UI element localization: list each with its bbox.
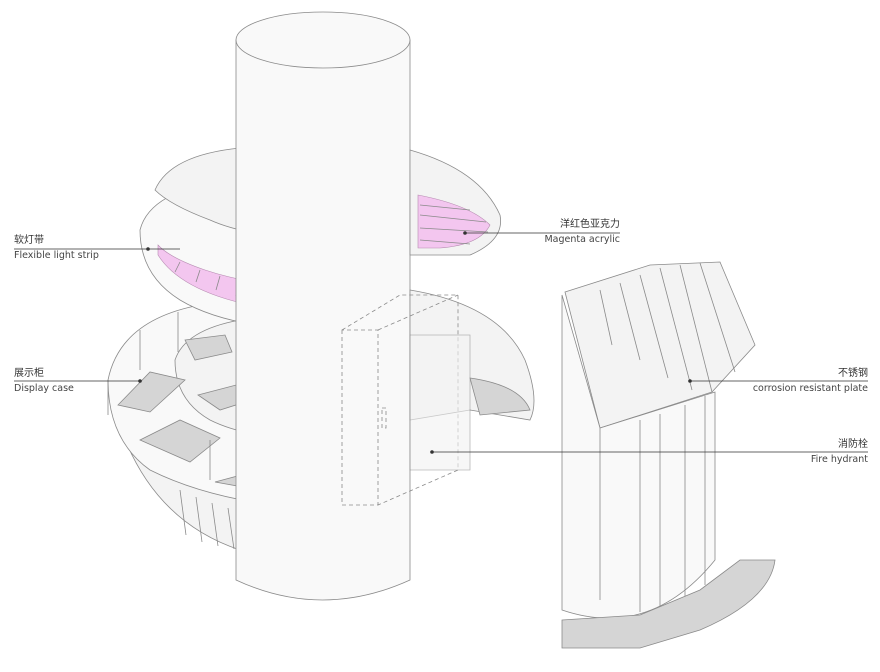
callout-corrosion-resistant-plate: 不锈钢 corrosion resistant plate [753, 366, 868, 396]
callout-zh: 不锈钢 [838, 368, 868, 379]
callout-zh: 展示柜 [14, 368, 44, 379]
right-spiral-assembly [341, 149, 535, 506]
callout-fire-hydrant: 消防栓 Fire hydrant [811, 437, 868, 467]
callout-en: Display case [14, 383, 74, 394]
callout-flexible-light-strip: 软灯带 Flexible light strip [14, 233, 99, 263]
stainless-booth [561, 261, 776, 649]
callout-display-case: 展示柜 Display case [14, 366, 74, 396]
callout-en: Fire hydrant [810, 454, 868, 465]
callout-zh: 洋红色亚克力 [560, 219, 620, 230]
central-column [235, 11, 411, 601]
callout-zh: 消防栓 [838, 439, 868, 450]
callout-en: Flexible light strip [14, 250, 99, 261]
callout-magenta-acrylic: 洋红色亚克力 Magenta acrylic [544, 217, 620, 247]
callout-zh: 软灯带 [14, 235, 44, 246]
callout-en: corrosion resistant plate [752, 383, 868, 394]
leader-lines [14, 231, 868, 454]
callout-en: Magenta acrylic [544, 234, 620, 245]
